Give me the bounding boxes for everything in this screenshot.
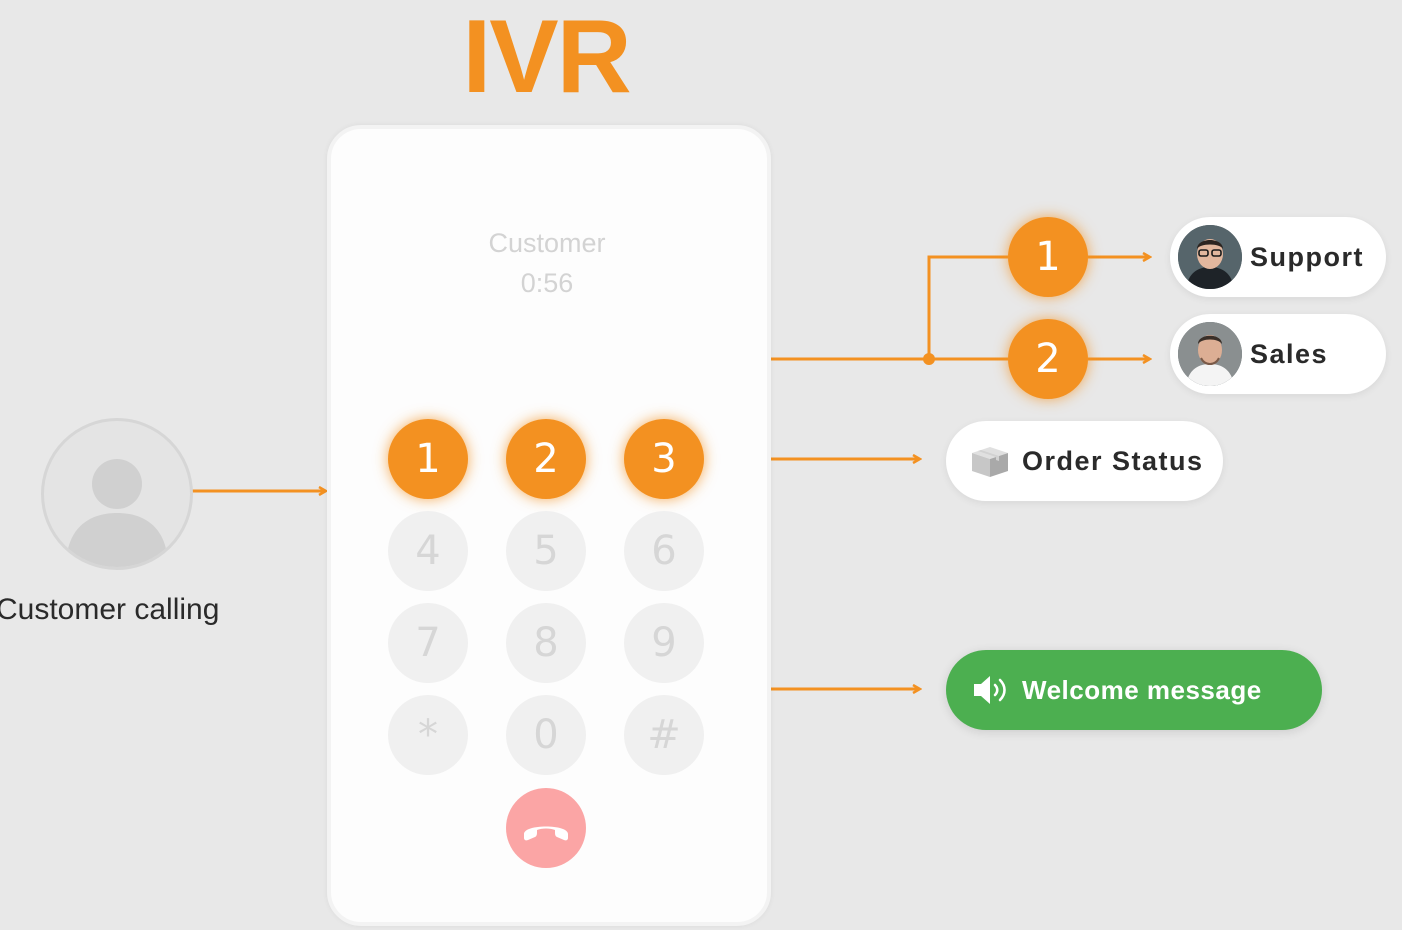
- caller-avatar: [41, 418, 193, 570]
- key-1[interactable]: 1: [388, 419, 468, 499]
- welcome-message-label: Welcome message: [1022, 675, 1262, 705]
- page-title: IVR: [462, 0, 631, 115]
- sales-label: Sales: [1250, 339, 1329, 369]
- order-status-label: Order Status: [1022, 446, 1204, 476]
- hang-up-icon: [524, 826, 568, 841]
- welcome-message-destination: Welcome message: [946, 650, 1322, 730]
- sales-agent-avatar: [1178, 322, 1242, 386]
- speaker-icon: [974, 676, 1006, 704]
- order-status-destination: Order Status: [946, 421, 1223, 501]
- call-timer: 0:56: [520, 268, 574, 298]
- submenu-branch-line: [927, 255, 1008, 359]
- caller-label: Customer calling: [0, 593, 220, 626]
- key-5[interactable]: 5: [506, 511, 586, 591]
- caller-name: Customer: [488, 228, 606, 258]
- key-6[interactable]: 6: [624, 511, 704, 591]
- key-hash[interactable]: #: [624, 695, 704, 775]
- key-4[interactable]: 4: [388, 511, 468, 591]
- branch-node: [923, 353, 935, 365]
- support-agent-avatar: [1178, 225, 1242, 289]
- submenu-option-1[interactable]: 1: [1008, 217, 1088, 297]
- end-call-button[interactable]: [506, 788, 586, 868]
- key-2[interactable]: 2: [506, 419, 586, 499]
- sales-destination: Sales: [1170, 314, 1386, 394]
- package-icon: [972, 447, 1008, 477]
- key-star[interactable]: *: [388, 695, 468, 775]
- support-destination: Support: [1170, 217, 1386, 297]
- key-0[interactable]: 0: [506, 695, 586, 775]
- key-3[interactable]: 3: [624, 419, 704, 499]
- key-7[interactable]: 7: [388, 603, 468, 683]
- submenu-option-2[interactable]: 2: [1008, 319, 1088, 399]
- user-avatar-icon: [66, 459, 168, 567]
- key-9[interactable]: 9: [624, 603, 704, 683]
- key-8[interactable]: 8: [506, 603, 586, 683]
- support-label: Support: [1250, 242, 1364, 272]
